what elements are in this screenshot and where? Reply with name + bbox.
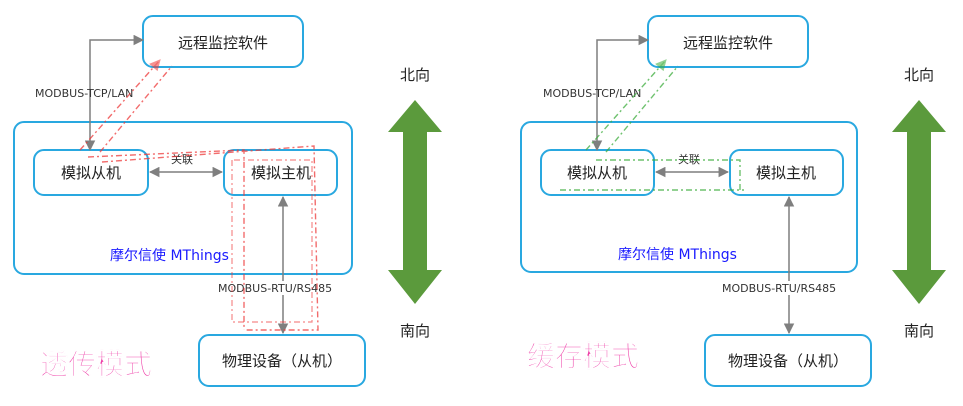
mthings-container [13, 121, 353, 275]
north-label: 北向 [400, 66, 430, 84]
association-label: 关联 [678, 152, 700, 166]
tcp-link-line [591, 34, 650, 152]
tcp-link-line [84, 34, 145, 152]
tcp-label: MODBUS-TCP/LAN [35, 87, 133, 100]
virtual-slave-label: 模拟从机 [61, 164, 121, 182]
south-label: 南向 [400, 322, 430, 340]
cache-loop-path [560, 159, 744, 191]
physical-device-label: 物理设备（从机） [222, 352, 342, 370]
south-label: 南向 [904, 322, 934, 340]
remote-software-label: 远程监控软件 [683, 34, 773, 52]
north-south-arrow-icon [892, 100, 946, 304]
remote-software-label: 远程监控软件 [178, 34, 268, 52]
virtual-master-box [223, 149, 338, 196]
tcp-label: MODBUS-TCP/LAN [543, 87, 641, 100]
passthrough-loop [231, 159, 313, 323]
mthings-container [520, 121, 858, 273]
container-label: 摩尔信使 MThings [618, 246, 737, 263]
physical-device-box [198, 334, 366, 387]
cache-path-up-2 [605, 65, 679, 153]
virtual-slave-label: 模拟从机 [567, 164, 627, 182]
physical-device-label: 物理设备（从机） [728, 352, 848, 370]
panel-passthrough: 摩尔信使 MThings 远程监控软件 模拟从机 模拟主机 物理设备（从机） M… [13, 15, 442, 387]
rtu-label-bg [218, 281, 348, 295]
north-south-arrow-icon [388, 100, 442, 304]
north-label: 北向 [904, 66, 934, 84]
mode-title: 透传模式 [40, 348, 152, 381]
rtu-label-bg [722, 281, 852, 295]
mode-title: 缓存模式 [527, 340, 639, 373]
panel-cache: 摩尔信使 MThings 远程监控软件 模拟从机 模拟主机 物理设备（从机） M… [520, 15, 946, 387]
physical-device-box [704, 334, 872, 387]
passthrough-path-up-2 [99, 65, 173, 153]
rtu-label: MODBUS-RTU/RS485 [722, 282, 836, 295]
passthrough-path-up [79, 59, 161, 151]
rtu-label: MODBUS-RTU/RS485 [218, 282, 332, 295]
virtual-master-label: 模拟主机 [756, 164, 816, 182]
passthrough-path-down [87, 145, 319, 331]
virtual-master-box [729, 149, 844, 196]
virtual-master-label: 模拟主机 [251, 164, 311, 182]
cache-path-up [585, 59, 667, 151]
association-label: 关联 [171, 152, 193, 166]
container-label: 摩尔信使 MThings [110, 247, 229, 264]
